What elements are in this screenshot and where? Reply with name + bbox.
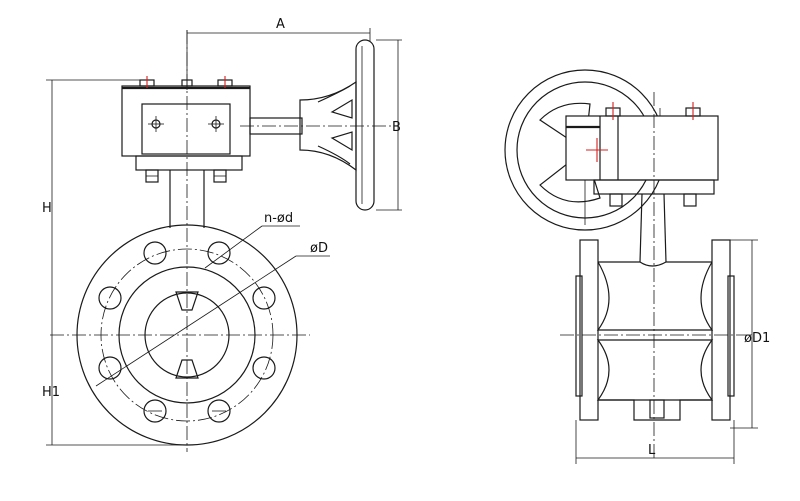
dim-a-label: A <box>276 17 285 32</box>
side-view: øD1 L <box>504 69 770 464</box>
gearbox-side <box>565 102 719 207</box>
dimension-l: L <box>575 420 735 464</box>
gearbox-front <box>121 76 251 183</box>
dim-h1-label: H1 <box>42 385 60 400</box>
dimension-b: B <box>376 39 402 211</box>
bolt-spec-label: n-ød <box>264 211 293 226</box>
dim-h-label: H <box>42 201 52 216</box>
dim-b-label: B <box>392 120 401 135</box>
dimension-d1: øD1 <box>730 239 770 429</box>
dimension-h1: H1 <box>42 335 187 446</box>
dimension-a: A <box>186 17 371 90</box>
dim-l-label: L <box>648 443 656 458</box>
dimension-h: H <box>42 79 140 335</box>
front-view: A B <box>42 17 402 452</box>
dia-d1-label: øD1 <box>744 331 770 346</box>
flange-front <box>76 224 298 446</box>
handwheel-side <box>299 39 375 211</box>
dia-d-label: øD <box>310 241 328 256</box>
body-side <box>575 239 735 421</box>
